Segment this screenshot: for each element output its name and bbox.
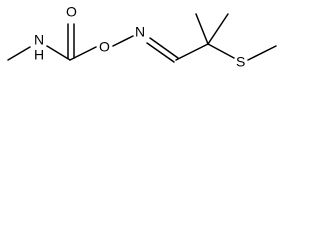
bond-quaternary-methyl-a (195, 13, 209, 45)
bond-oxygen-nitrogen (112, 35, 134, 47)
bond-quaternary-methyl-b (207, 13, 229, 45)
bond-quaternary-sulfur (207, 43, 235, 59)
bond-sulfur-methyl (247, 45, 277, 61)
atom-label-oxime-nitrogen: N (135, 24, 145, 40)
bond-carbonyl-ester-oxygen (69, 46, 97, 61)
bond-imine-double-a (149, 37, 179, 59)
bond-methyl-nitrogen (7, 46, 31, 61)
bond-nitrogen-carbonyl (46, 45, 71, 61)
atom-label-ester-oxygen: O (99, 39, 110, 55)
chemical-structure-diagram: O N H O N S (7, 4, 277, 70)
atom-label-amide-hydrogen: H (34, 47, 44, 63)
atom-label-amide-nitrogen: N (34, 32, 44, 48)
bond-imine-double-b (146, 42, 175, 63)
atom-label-carbonyl-oxygen: O (66, 4, 77, 20)
atom-label-sulfur: S (236, 54, 245, 70)
bond-ch-quaternary (175, 43, 209, 61)
